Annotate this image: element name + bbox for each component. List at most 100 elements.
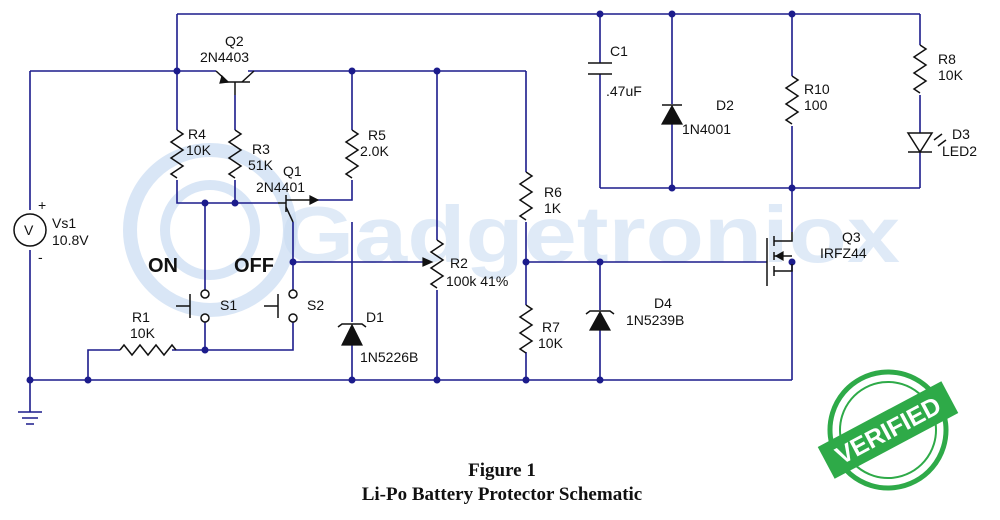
r3-name: R3 bbox=[252, 141, 270, 157]
resistor-r5-zigzag bbox=[344, 129, 360, 179]
junction-dot bbox=[201, 346, 209, 354]
resistor-r10: R10 100 bbox=[784, 75, 830, 125]
vs1-name: Vs1 bbox=[52, 215, 76, 231]
transistor-q2-arrow bbox=[219, 74, 230, 84]
wire-s2 bbox=[205, 222, 294, 351]
resistor-r6-zigzag bbox=[518, 171, 534, 221]
capacitor-c1: C1 .47uF bbox=[588, 43, 642, 99]
s1-name: S1 bbox=[220, 297, 237, 313]
s2-name: S2 bbox=[307, 297, 324, 313]
badge-banner bbox=[817, 381, 959, 479]
d2-part: 1N4001 bbox=[682, 121, 731, 137]
led-emission-icon bbox=[933, 133, 947, 147]
transistor-q1-base bbox=[278, 195, 287, 212]
transistor-q2: Q2 2N4403 bbox=[200, 33, 255, 95]
junction-dot bbox=[433, 376, 441, 384]
watermark: Gadgetroniox bbox=[123, 143, 900, 317]
resistor-r8-zigzag bbox=[912, 44, 928, 94]
d4-name: D4 bbox=[654, 295, 672, 311]
r5-name: R5 bbox=[368, 127, 386, 143]
label-off: OFF bbox=[234, 255, 274, 277]
voltage-source-circle bbox=[13, 213, 47, 247]
figure-subtitle: Li-Po Battery Protector Schematic bbox=[362, 484, 643, 505]
junction-dot bbox=[348, 376, 356, 384]
junction-dot bbox=[596, 10, 604, 18]
c1-value: .47uF bbox=[606, 83, 642, 99]
junction-dot bbox=[201, 199, 209, 207]
capacitor-icon bbox=[588, 62, 612, 75]
junction-dot bbox=[173, 67, 181, 75]
d2-name: D2 bbox=[716, 97, 734, 113]
resistor-r1-zigzag bbox=[119, 343, 177, 357]
switch-s2: S2 bbox=[264, 289, 324, 323]
q1-name: Q1 bbox=[283, 163, 302, 179]
ground-icon bbox=[18, 411, 42, 425]
r10-name: R10 bbox=[804, 81, 830, 97]
verified-badge: VERIFIED bbox=[817, 369, 959, 491]
mosfet-q3: Q3 IRFZ44 bbox=[766, 229, 867, 286]
potentiometer-r2: R2 100k 41% bbox=[422, 239, 508, 289]
resistor-r7: R7 10K bbox=[518, 304, 564, 354]
wire-r5 bbox=[318, 71, 353, 201]
zener-bar bbox=[337, 323, 367, 328]
label-on: ON bbox=[148, 255, 178, 277]
resistor-r8: R8 10K bbox=[912, 44, 964, 94]
r5-value: 2.0K bbox=[360, 143, 389, 159]
zener-diode-d1: D1 1N5226B bbox=[337, 309, 418, 365]
diode-icon bbox=[660, 104, 684, 125]
junction-dot bbox=[26, 376, 34, 384]
zener-diode-d4: D4 1N5239B bbox=[585, 295, 684, 331]
junction-dot bbox=[433, 67, 441, 75]
r2-value: 100k 41% bbox=[446, 273, 508, 289]
mosfet-arrow bbox=[774, 250, 784, 262]
junction-dot bbox=[522, 376, 530, 384]
junction-dot bbox=[788, 258, 796, 266]
r6-value: 1K bbox=[544, 200, 562, 216]
switch-contact bbox=[200, 313, 210, 323]
zener-bar bbox=[585, 310, 615, 315]
vs1-plus: + bbox=[38, 197, 46, 213]
resistor-r3-zigzag bbox=[227, 129, 243, 179]
junction-dot bbox=[84, 376, 92, 384]
d1-part: 1N5226B bbox=[360, 349, 418, 365]
q3-name: Q3 bbox=[842, 229, 861, 245]
r4-name: R4 bbox=[188, 126, 206, 142]
resistor-r1: R1 10K bbox=[119, 309, 177, 357]
r7-value: 10K bbox=[538, 335, 564, 351]
r3-value: 51K bbox=[248, 157, 274, 173]
resistor-r6: R6 1K bbox=[518, 171, 562, 221]
q2-part: 2N4403 bbox=[200, 49, 249, 65]
switch-contact bbox=[288, 289, 298, 299]
r8-name: R8 bbox=[938, 51, 956, 67]
resistor-r10-zigzag bbox=[784, 75, 800, 125]
r1-value: 10K bbox=[130, 325, 156, 341]
r2-name: R2 bbox=[450, 255, 468, 271]
r8-value: 10K bbox=[938, 67, 964, 83]
wire-r4-bottom bbox=[176, 180, 205, 204]
junction-dot bbox=[348, 67, 356, 75]
junction-dot bbox=[596, 376, 604, 384]
junction-dot bbox=[596, 258, 604, 266]
voltage-source-vs1: V + - Vs1 10.8V bbox=[13, 197, 89, 265]
r6-name: R6 bbox=[544, 184, 562, 200]
led-d3: D3 LED2 bbox=[906, 126, 977, 159]
r1-name: R1 bbox=[132, 309, 150, 325]
junction-dot bbox=[668, 10, 676, 18]
d3-name: D3 bbox=[952, 126, 970, 142]
pushbutton-icon bbox=[264, 294, 279, 318]
q3-part: IRFZ44 bbox=[820, 245, 867, 261]
d3-part: LED2 bbox=[942, 143, 977, 159]
zener-icon bbox=[341, 323, 363, 346]
junction-dot bbox=[788, 10, 796, 18]
switch-s1: S1 bbox=[176, 289, 237, 323]
led-icon bbox=[906, 132, 934, 154]
figure-title: Figure 1 bbox=[468, 460, 536, 481]
pushbutton-icon bbox=[176, 294, 191, 318]
wire-r1 bbox=[87, 349, 205, 380]
transistor-q1: Q1 2N4401 bbox=[256, 163, 320, 223]
junction-dot bbox=[668, 184, 676, 192]
watermark-logo-inner bbox=[160, 180, 260, 280]
resistor-r3: R3 51K bbox=[227, 129, 274, 179]
zener-icon bbox=[588, 310, 612, 331]
